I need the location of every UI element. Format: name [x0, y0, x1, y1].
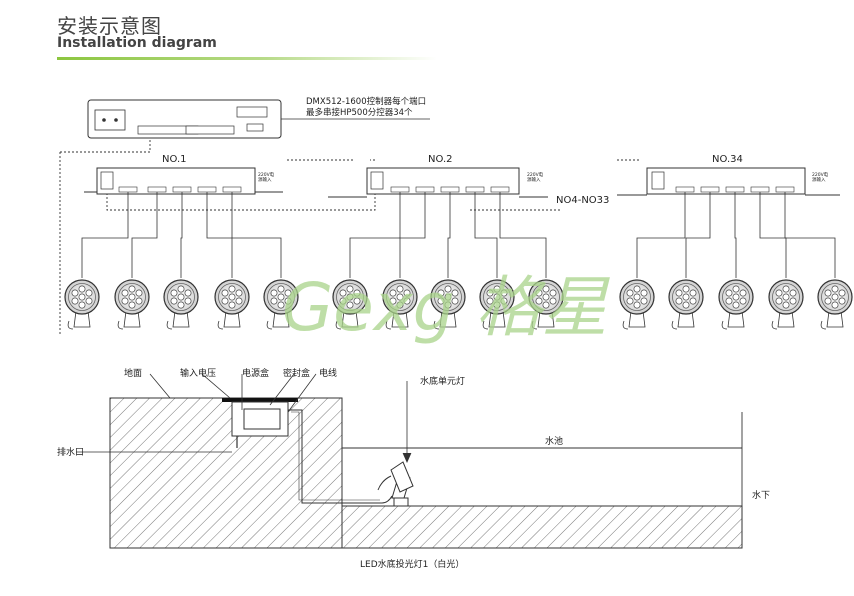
- page-title-cn: 安装示意图: [57, 14, 162, 38]
- group-no2-label: NO.2: [428, 154, 453, 165]
- terminal-strip: [172, 186, 192, 193]
- callout-leaders: [76, 373, 412, 463]
- svg-text:源输入: 源输入: [812, 176, 826, 183]
- svg-text:220V电: 220V电: [258, 171, 275, 178]
- led-spot-lamp-icon: [768, 279, 804, 330]
- led-spot-lamp-icon: [214, 279, 250, 330]
- led-spot-lamp-icon: [114, 279, 150, 330]
- dmx-dashed-links: [59, 138, 640, 336]
- lamp-wire: [636, 192, 686, 278]
- group-no1-label: NO.1: [162, 154, 187, 165]
- brand-watermark: Gexg 格星: [282, 269, 611, 346]
- group-no34-label: NO.34: [712, 154, 743, 165]
- controller-note-line2: 最多串接HP500分控器34个: [306, 107, 413, 118]
- lamp-wire: [131, 192, 158, 278]
- power-box-label: 电源盒: [242, 367, 269, 379]
- led-spot-lamp-icon: [528, 279, 564, 330]
- lamp-wire: [180, 192, 183, 278]
- led-spot-lamp-icon: [668, 279, 704, 330]
- lamp-array: [64, 279, 853, 330]
- sealed-box-label: 密封盒: [283, 367, 310, 379]
- terminal-strip: [147, 186, 167, 193]
- lamp-wire: [349, 192, 401, 278]
- controller-note-line1: DMX512-1600控制器每个端口: [306, 96, 426, 107]
- lamp-wire: [206, 192, 233, 278]
- page-title-en: Installation diagram: [57, 35, 217, 51]
- led-spot-lamp-icon: [64, 279, 100, 330]
- led-spot-lamp-icon: [619, 279, 655, 330]
- terminal-strip: [415, 186, 435, 193]
- led-spot-lamp-icon: [479, 279, 515, 330]
- power-box: [222, 398, 298, 448]
- lamp-wire: [784, 192, 836, 278]
- middle-range-label: NO4-NO33: [556, 195, 609, 206]
- lamp-wire: [685, 192, 711, 278]
- lamp-wire: [399, 192, 426, 278]
- led-spot-lamp-icon: [263, 279, 299, 330]
- power-cable: [288, 409, 393, 504]
- terminal-strip: [440, 186, 460, 193]
- terminal-strip: [222, 186, 242, 193]
- input-voltage-label: 输入电压: [180, 367, 216, 379]
- lamp-wire: [231, 192, 282, 278]
- terminal-strip: [465, 186, 485, 193]
- diagram-caption: LED水底投光灯1（白光）: [360, 558, 464, 570]
- underwater-lamp-label: 水底单元灯: [420, 375, 465, 387]
- terminal-strip: [700, 186, 720, 193]
- terminal-strip: [675, 186, 695, 193]
- lamp-wire: [734, 192, 737, 278]
- led-spot-lamp-icon: [718, 279, 754, 330]
- ground-label: 地面: [124, 367, 142, 379]
- power-socket-icon: [94, 109, 126, 131]
- title-underline: [57, 57, 437, 60]
- dmx-controller: [87, 99, 430, 139]
- lamp-wire: [759, 192, 787, 278]
- svg-text:源输入: 源输入: [527, 176, 541, 183]
- led-spot-lamp-icon: [817, 279, 853, 330]
- terminal-strip: [775, 186, 795, 193]
- ground-section: [109, 397, 743, 549]
- led-spot-lamp-icon: [382, 279, 418, 330]
- svg-text:220V电: 220V电: [812, 171, 829, 178]
- pool-label: 水池: [545, 435, 563, 447]
- svg-text:源输入: 源输入: [258, 176, 272, 183]
- terminal-strip: [725, 186, 745, 193]
- svg-text:220V电: 220V电: [527, 171, 544, 178]
- underwater-label: 水下: [752, 489, 770, 501]
- terminal-strip: [390, 186, 410, 193]
- terminal-strip: [197, 186, 217, 193]
- led-spot-lamp-icon: [332, 279, 368, 330]
- decoder-box-no2: 220V电 源输入: [328, 167, 548, 198]
- underwater-lamp-icon: [377, 461, 414, 507]
- lamp-wire: [474, 192, 498, 278]
- lamp-wire: [81, 192, 129, 278]
- terminal-strip: [750, 186, 770, 193]
- terminal-strip: [118, 186, 138, 193]
- cable-label: 电线: [319, 367, 337, 379]
- led-spot-lamp-icon: [430, 279, 466, 330]
- led-spot-lamp-icon: [163, 279, 199, 330]
- lamp-wire: [447, 192, 451, 278]
- terminal-strip: [490, 186, 510, 193]
- lamp-wiring: [81, 186, 836, 278]
- lamp-wire: [499, 192, 547, 278]
- drain-label: 排水口: [57, 446, 84, 458]
- controller-ports: [137, 125, 235, 135]
